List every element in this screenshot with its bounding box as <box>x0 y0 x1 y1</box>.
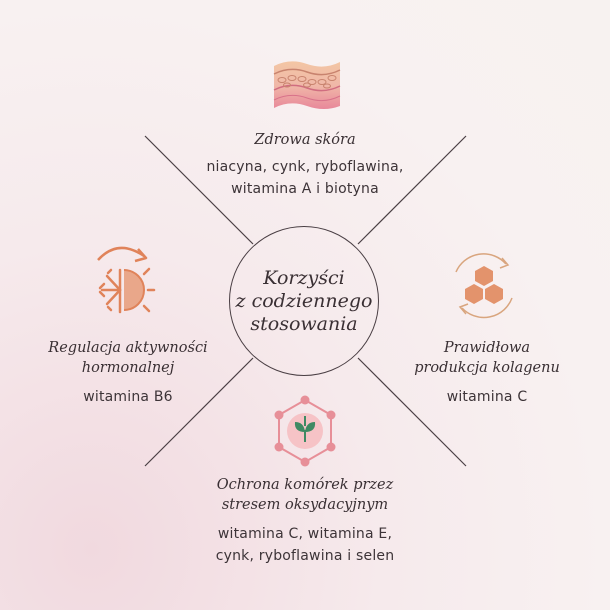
benefit-hormones-description: witamina B6 <box>83 389 173 405</box>
benefit-skin: Zdrowa skóra niacyna, cynk, ryboflawina,… <box>175 130 435 200</box>
connector-line-bottom-left <box>144 357 254 467</box>
molecule-leaf-icon <box>274 395 336 467</box>
connector-line-top-left <box>144 135 254 245</box>
connector-line-bottom-right <box>357 357 467 467</box>
connector-line-top-right <box>357 135 467 245</box>
benefit-oxidative-description: witamina C, witamina E, cynk, ryboflawin… <box>215 526 395 564</box>
benefit-collagen: Prawidłowa produkcja kolagenu witamina C <box>392 338 582 408</box>
benefit-hormones: Regulacja aktywności hormonalnej witamin… <box>28 338 228 408</box>
hexagon-collagen-icon <box>455 253 513 319</box>
benefit-collagen-description: witamina C <box>446 389 528 405</box>
benefit-oxidative: Ochrona komórek przez stresem oksydacyjn… <box>165 475 445 567</box>
center-circle: Korzyści z codziennego stosowania <box>229 226 379 376</box>
hormone-cycle-icon <box>97 246 156 314</box>
benefit-collagen-title: Prawidłowa produkcja kolagenu <box>414 340 560 376</box>
center-label: Korzyści z codziennego stosowania <box>235 266 373 335</box>
benefit-hormones-title: Regulacja aktywności hormonalnej <box>48 340 208 376</box>
benefit-skin-description: niacyna, cynk, ryboflawina, witamina A i… <box>206 159 404 197</box>
benefit-skin-title: Zdrowa skóra <box>254 132 356 148</box>
skin-layers-icon <box>273 61 341 109</box>
benefit-oxidative-title: Ochrona komórek przez stresem oksydacyjn… <box>216 477 394 513</box>
